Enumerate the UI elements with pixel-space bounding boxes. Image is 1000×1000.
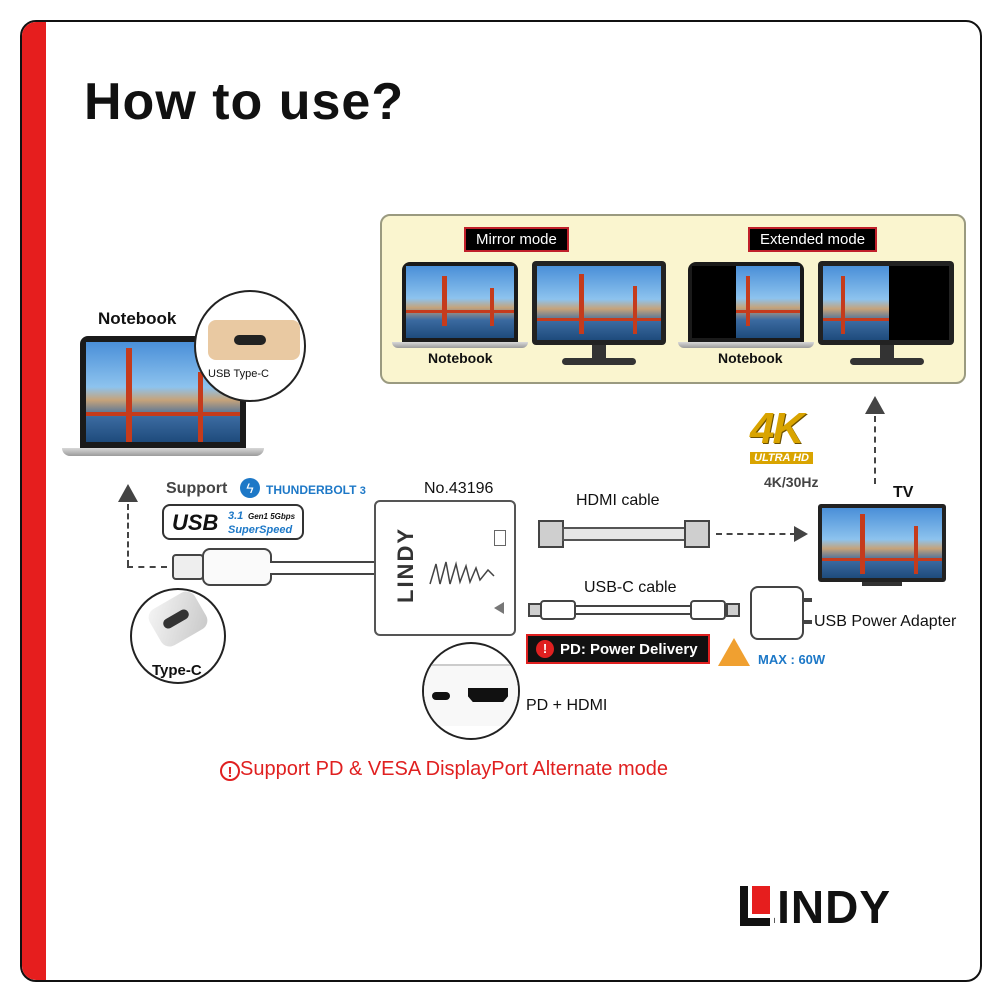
signature-icon <box>429 561 495 585</box>
mirror-mode-tag: Mirror mode <box>464 227 569 252</box>
tv-resolution: 4K/30Hz <box>764 474 819 490</box>
lindy-logo-mark <box>740 886 770 926</box>
extended-monitor-neck <box>880 345 894 359</box>
dashed-line-notebook <box>127 504 129 566</box>
4k-badge: 4K <box>750 404 804 453</box>
extended-monitor-screen <box>823 266 949 340</box>
arrow-up-tv-icon <box>865 396 885 414</box>
pd-label: PD: Power Delivery <box>560 641 698 658</box>
usbc-cable-label: USB-C cable <box>584 579 677 596</box>
tv-label: TV <box>893 484 914 501</box>
usb-badge-superspeed: SuperSpeed <box>228 524 293 536</box>
arrow-right-icon <box>794 526 808 542</box>
ultra-hd-label: ULTRA HD <box>750 452 813 464</box>
typec-plug-body <box>202 548 272 586</box>
mirror-laptop <box>402 262 518 342</box>
usb-badge-version: 3.1 <box>228 510 244 522</box>
adapter-prong-bottom <box>804 620 812 624</box>
mirror-monitor-neck <box>592 345 606 359</box>
ports-callout <box>422 642 520 740</box>
tv-stand <box>862 582 902 586</box>
extended-notebook-label: Notebook <box>718 350 783 366</box>
mirror-monitor-screen <box>537 266 661 340</box>
hdmi-port-outline <box>494 530 506 546</box>
extended-laptop <box>688 262 804 342</box>
typec-plug-tip <box>172 554 204 580</box>
extended-laptop-base <box>678 342 814 348</box>
max-power-label: MAX : 60W <box>758 652 826 667</box>
typec-port-icon <box>234 335 266 345</box>
adapter-box: LINDY <box>374 500 516 636</box>
pd-badge: ! PD: Power Delivery <box>526 634 710 664</box>
hdmi-cable <box>562 527 686 541</box>
usb-power-adapter-label: USB Power Adapter <box>814 613 957 630</box>
mirror-notebook-label: Notebook <box>428 350 493 366</box>
typec-pd-port-icon <box>432 692 450 700</box>
hdmi-port-icon <box>468 688 508 702</box>
notebook-label: Notebook <box>98 309 177 328</box>
typec-label: Type-C <box>152 662 202 679</box>
usbc-plug-right-tip <box>726 603 740 617</box>
power-warning-icon <box>718 638 750 666</box>
usb-power-adapter-icon <box>750 586 804 640</box>
tv-icon <box>818 504 946 582</box>
power-arrow-icon <box>494 602 504 614</box>
ports-label: PD + HDMI <box>526 697 608 714</box>
mirror-laptop-base <box>392 342 528 348</box>
hdmi-cable-label: HDMI cable <box>576 492 660 509</box>
red-side-bar <box>22 22 46 980</box>
mirror-monitor <box>532 261 666 345</box>
support-note: !Support PD & VESA DisplayPort Alternate… <box>220 758 668 781</box>
usb-badge-text: USB <box>172 510 219 535</box>
mirror-laptop-screen <box>406 266 514 338</box>
dashed-line-tv-up <box>874 416 876 484</box>
mirror-monitor-foot <box>562 358 636 365</box>
extended-monitor-foot <box>850 358 924 365</box>
typec-cable <box>270 561 376 575</box>
tv-screen <box>822 508 942 578</box>
dashed-line-tv <box>716 533 796 535</box>
lindy-logo: LINDY <box>774 880 891 934</box>
hdmi-plug-right <box>684 520 710 548</box>
warning-icon: ! <box>220 761 240 781</box>
extended-mode-tag: Extended mode <box>748 227 878 252</box>
adapter-prong-top <box>804 598 812 602</box>
usbc-plug-left <box>540 600 576 620</box>
usbc-cable <box>576 605 690 615</box>
hdmi-plug-left <box>538 520 564 548</box>
support-note-text: Support PD & VESA DisplayPort Alternate … <box>240 758 668 780</box>
lindy-logo-text: LINDY <box>748 881 891 933</box>
adapter-brand: LINDY <box>393 527 418 603</box>
typec-connector-callout: Type-C <box>130 588 226 684</box>
thunderbolt-label: THUNDERBOLT 3 <box>266 483 366 497</box>
usb-typec-port-label: USB Type-C <box>208 368 269 380</box>
usb31-badge: USB 3.1 Gen1 5Gbps SuperSpeed <box>162 504 304 540</box>
dashed-line-to-plug <box>127 566 167 568</box>
usbc-plug-right <box>690 600 726 620</box>
page-title: How to use? <box>84 73 405 131</box>
arrow-up-icon <box>118 484 138 502</box>
usb-badge-gen: Gen1 5Gbps <box>248 512 296 521</box>
usb-typec-port-callout: USB Type-C <box>194 290 306 402</box>
warning-circle-icon: ! <box>536 640 554 658</box>
adapter-model: No.43196 <box>424 480 494 497</box>
support-label: Support <box>166 480 228 497</box>
notebook-base <box>62 448 264 456</box>
extended-monitor <box>818 261 954 345</box>
extended-laptop-screen <box>692 266 800 338</box>
thunderbolt-icon: ϟ <box>240 478 260 498</box>
